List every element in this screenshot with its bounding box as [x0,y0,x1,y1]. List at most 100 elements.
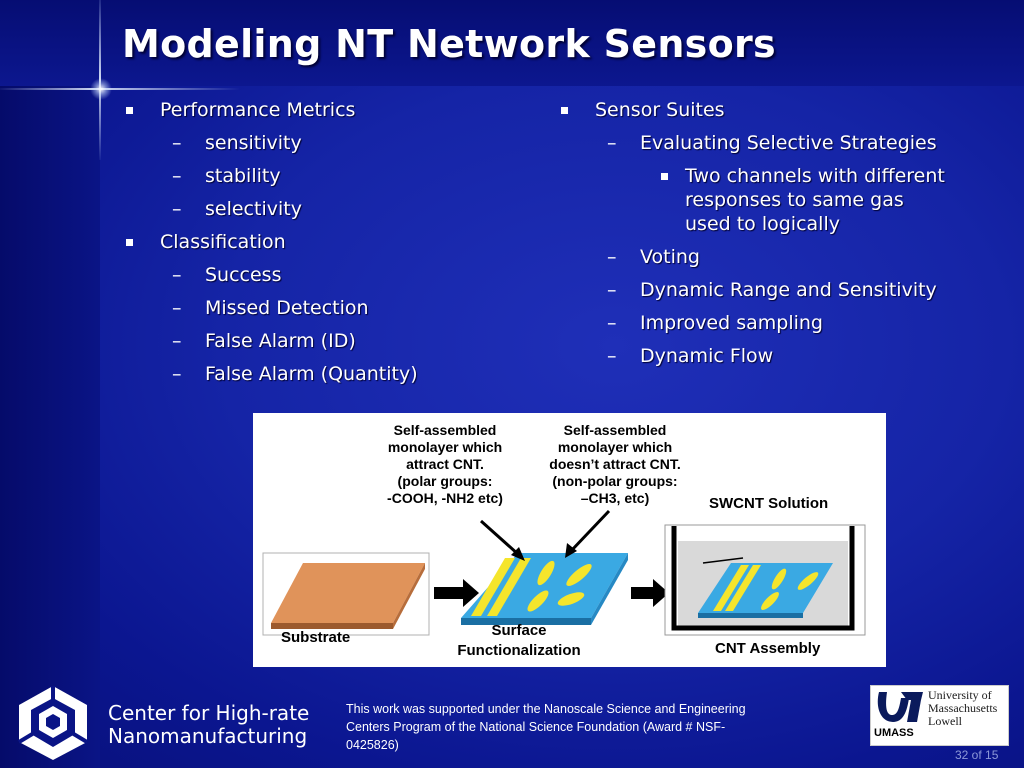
assembled-patch [771,568,787,590]
substrate-plate [271,563,425,623]
bullet-text: Dynamic Range and Sensitivity [640,279,937,301]
organization-name: Center for High-rate Nanomanufacturing [108,702,309,748]
dash-icon: – [607,279,617,301]
dash-icon: – [607,345,617,367]
dash-icon: – [172,198,182,220]
page-indicator: 32 of 15 [955,748,999,762]
monolayer-patch [527,590,549,612]
sub-bullet-selectivity: – selectivity [120,197,520,221]
umass-lowell-logo: UMASS University of Massachusetts Lowell [870,685,1009,746]
caption-line: Self-assembled [564,422,667,438]
substrate-side [393,563,425,629]
bullet-text: Dynamic Flow [640,345,774,367]
surface-label: Surface [491,622,546,639]
bullet-text: Success [205,264,282,286]
bullet-text: False Alarm (ID) [205,330,356,352]
functionalized-edge [461,618,591,625]
assembled-patch [797,572,819,590]
arrow-right-icon [631,579,669,607]
submerged-edge [698,613,803,618]
umass-wordmark: UMASS [874,727,914,739]
bullet-text: sensitivity [205,132,302,154]
left-bullet-column: Performance Metrics – sensitivity – stab… [120,98,520,395]
caption-line: attract CNT. [406,456,484,472]
square-bullet-icon [561,107,568,114]
cnt-assembly-label: CNT Assembly [715,640,821,657]
substrate-label: Substrate [281,629,350,646]
pointer-line [569,509,611,553]
beaker-icon [671,526,855,631]
sub-bullet-evaluating-strategies: – Evaluating Selective Strategies [555,131,975,155]
pointer-arrowhead-icon [511,547,525,561]
arrow-right-icon [434,579,479,607]
functionalized-surface [461,553,628,618]
funding-note: This work was supported under the Nanosc… [346,702,746,752]
dash-icon: – [172,330,182,352]
sub-bullet-missed-detection: – Missed Detection [120,296,520,320]
pointer-line [479,519,521,557]
polar-monolayer-caption: Self-assembled monolayer which attract C… [387,422,503,506]
square-bullet-icon [126,107,133,114]
chn-cube-logo-icon [17,686,89,760]
functionalized-side [591,553,628,625]
pointer-arrowhead-icon [565,543,577,558]
monolayer-patch [537,560,555,586]
monolayer-patch [557,592,585,606]
sub-bullet-dynamic-range: – Dynamic Range and Sensitivity [555,278,975,302]
nonpolar-monolayer-caption: Self-assembled monolayer which doesn’t a… [549,422,680,506]
side-band [0,0,100,768]
substrate-edge [271,623,393,629]
solution-label: SWCNT Solution [709,495,828,512]
light-flare-center [90,78,112,100]
sub-bullet-voting: – Voting [555,245,975,269]
sub-bullet-improved-sampling: – Improved sampling [555,311,975,335]
bullet-text: Voting [640,246,700,268]
caption-line: monolayer which [558,439,672,455]
monolayer-patch [566,564,592,586]
assembled-strip [713,565,749,611]
light-flare-horizontal [0,88,240,90]
bullet-performance-metrics: Performance Metrics [120,98,520,122]
title-band [0,0,1024,86]
square-bullet-icon [126,239,133,246]
sub-bullet-stability: – stability [120,164,520,188]
dash-icon: – [607,312,617,334]
bullet-text: Two channels with different responses to… [685,165,945,235]
caption-line: –CH3, etc) [581,490,649,506]
functionalization-label: Functionalization [457,642,580,659]
university-name: University of Massachusetts Lowell [928,689,997,728]
university-name-line: Lowell [928,714,962,728]
bullet-sensor-suites: Sensor Suites [555,98,975,122]
sub-bullet-false-alarm-quantity: – False Alarm (Quantity) [120,362,520,386]
university-name-line: Massachusetts [928,701,998,715]
nanotube-pointer [702,557,744,564]
sub-bullet-success: – Success [120,263,520,287]
sub-sub-bullet-two-channels: Two channels with different responses to… [555,164,955,236]
slide-title: Modeling NT Network Sensors [122,22,776,66]
bullet-text: Classification [160,231,286,253]
sub-bullet-false-alarm-id: – False Alarm (ID) [120,329,520,353]
sub-bullet-sensitivity: – sensitivity [120,131,520,155]
dash-icon: – [607,132,617,154]
bullet-text: Evaluating Selective Strategies [640,132,937,154]
org-name-line: Nanomanufacturing [108,724,308,748]
dash-icon: – [172,132,182,154]
bullet-text: Improved sampling [640,312,823,334]
square-bullet-icon [661,173,668,180]
bullet-text: selectivity [205,198,302,220]
university-name-line: University of [928,688,992,702]
bullet-text: Performance Metrics [160,99,356,121]
umass-mark-icon [871,686,925,745]
assembled-patch [761,592,779,610]
dash-icon: – [172,363,182,385]
monolayer-strip [471,558,515,616]
caption-line: Self-assembled [394,422,497,438]
dash-icon: – [172,297,182,319]
dash-icon: – [172,165,182,187]
bullet-classification: Classification [120,230,520,254]
caption-line: doesn’t attract CNT. [549,456,680,472]
assembled-strip [725,565,761,611]
cnt-assembly-process-figure: Self-assembled monolayer which attract C… [253,413,886,667]
bullet-text: False Alarm (Quantity) [205,363,418,385]
caption-line: (polar groups: [398,473,493,489]
